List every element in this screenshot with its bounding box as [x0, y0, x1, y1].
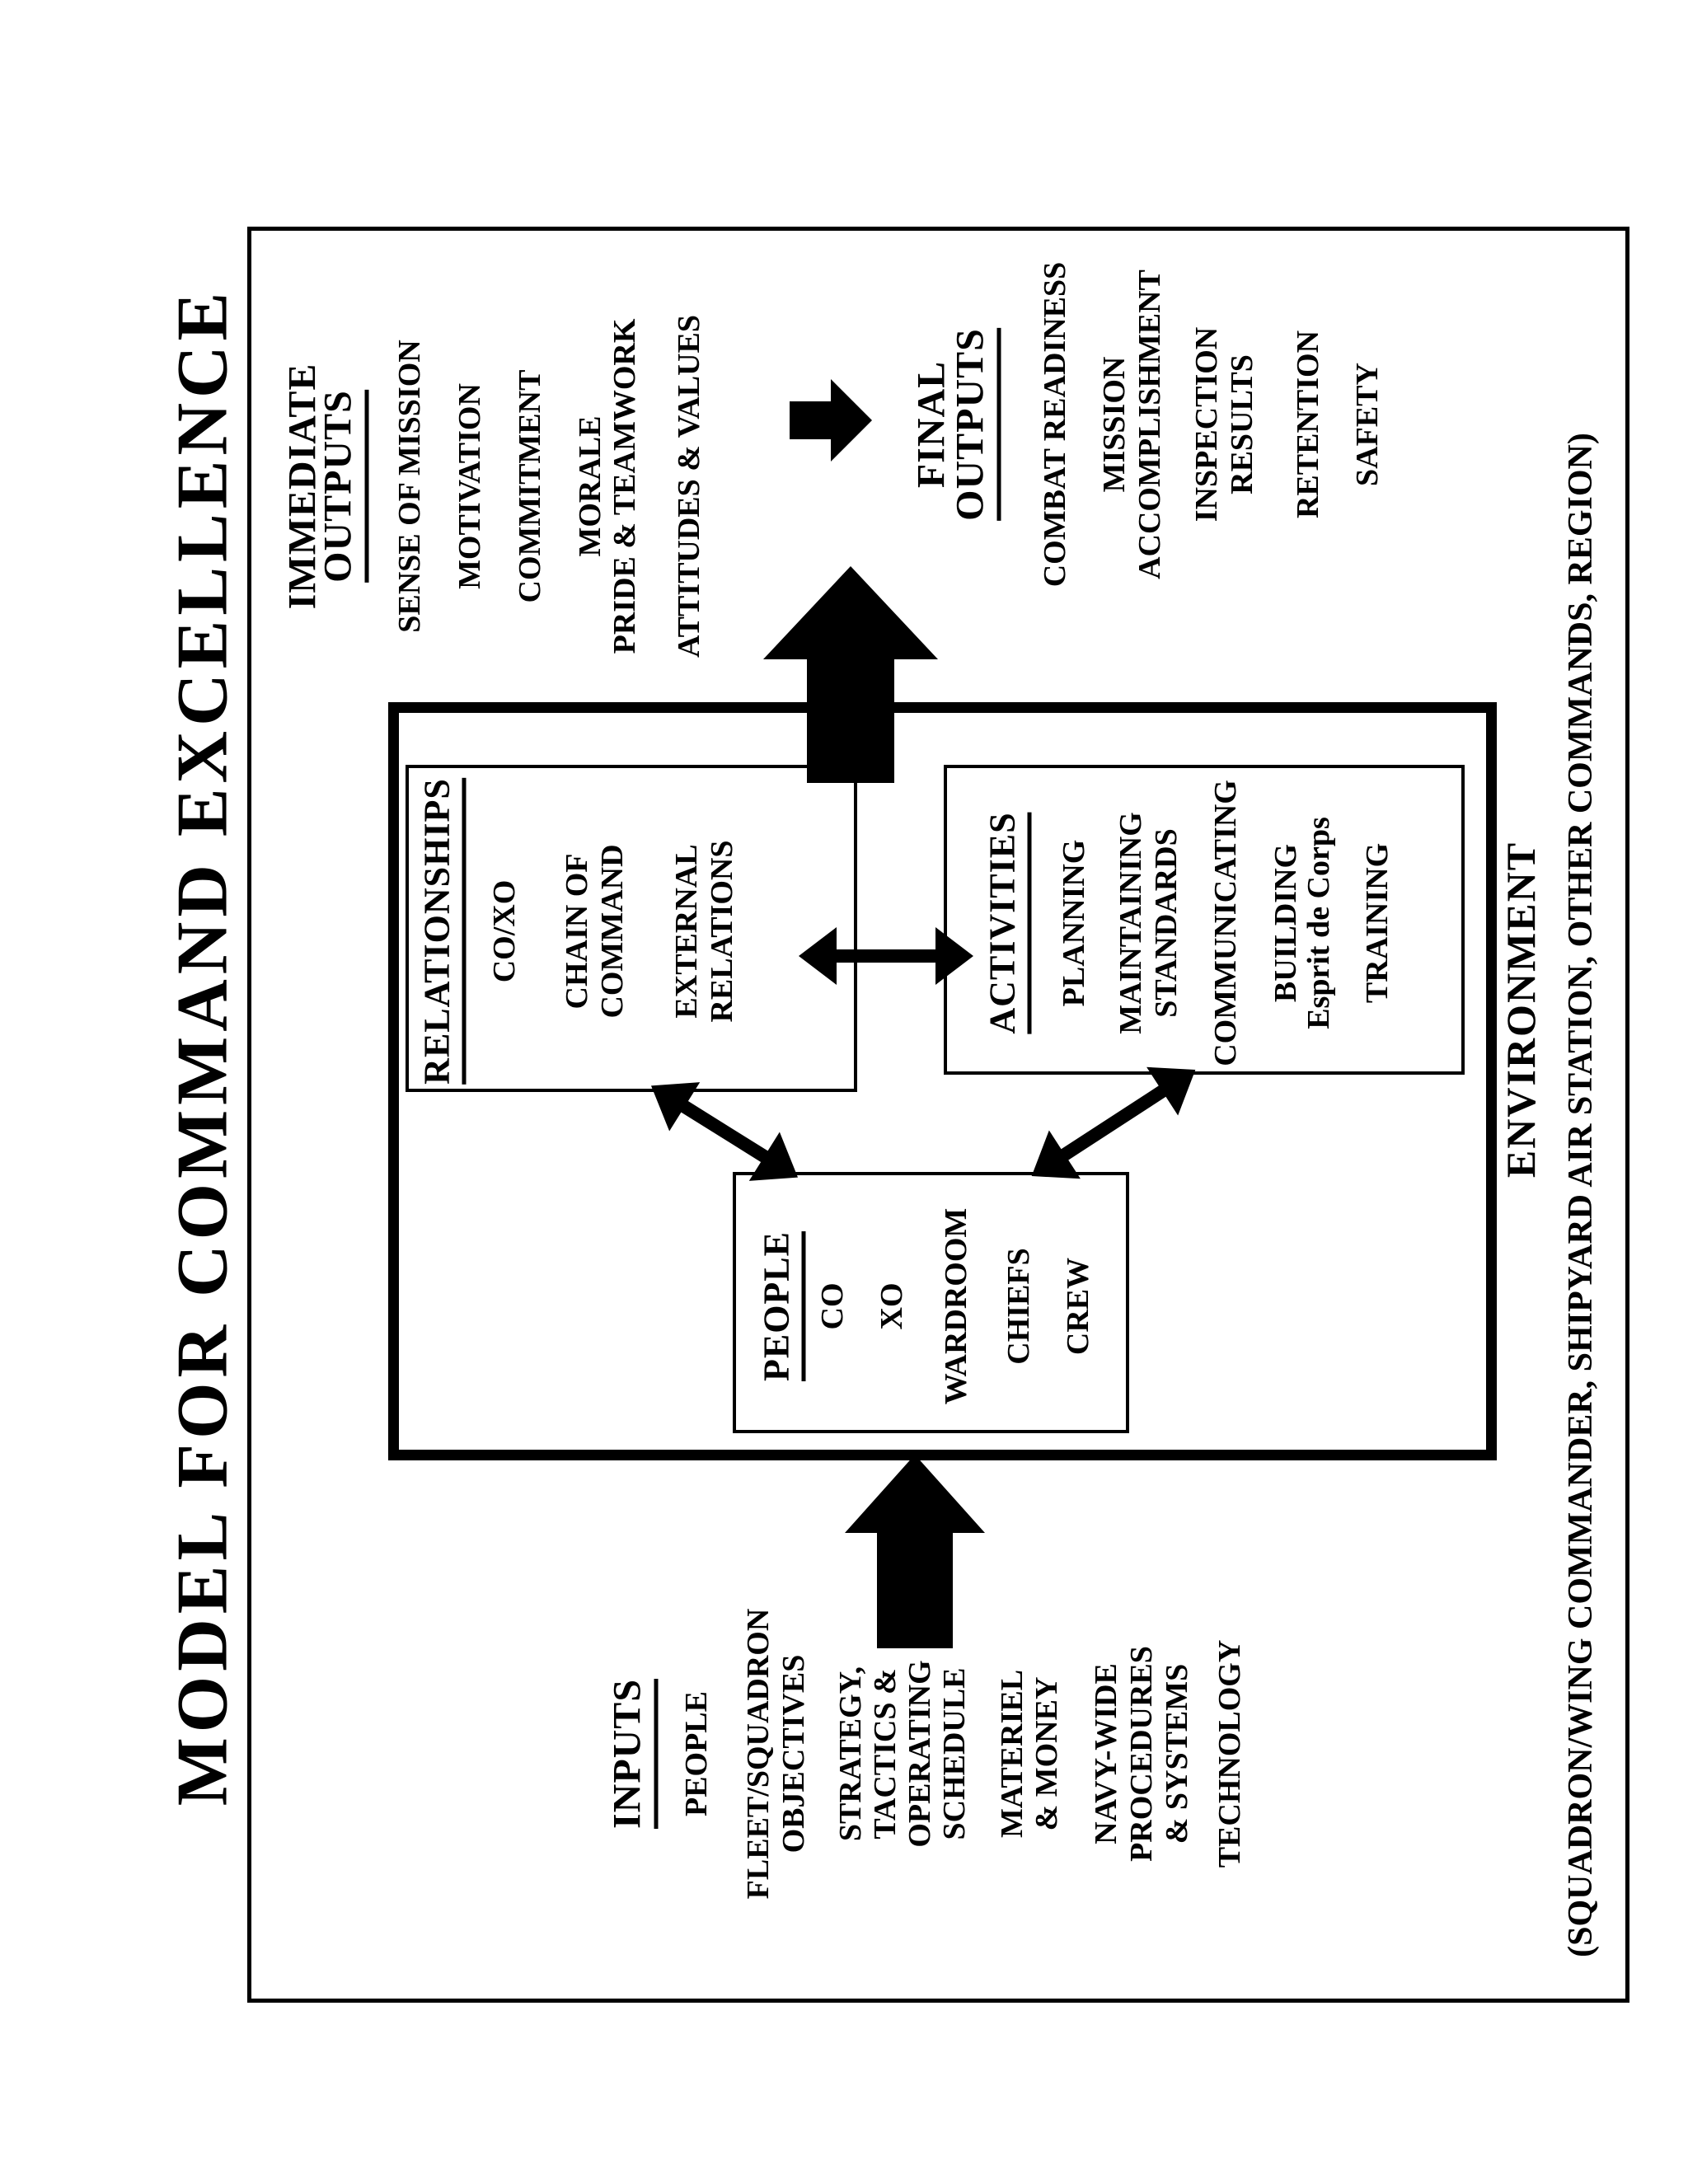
relationships-item-line: CHAIN OF [560, 853, 594, 1010]
people-activities-arrow-icon [1016, 1046, 1212, 1201]
immediate-output-item-line: SENSE OF MISSION [392, 340, 427, 633]
inputs-item-line: PROCEDURES [1124, 1646, 1159, 1862]
people-heading: PEOPLE [755, 1230, 806, 1382]
people-relationships-arrow-icon [635, 1062, 813, 1202]
page-title: MODEL FOR COMMAND EXCELLENCE [162, 287, 243, 1807]
activities-heading: ACTIVITIES [981, 812, 1032, 1034]
final-output-item-line: RESULTS [1225, 354, 1259, 494]
activities-item-line: PLANNING [1057, 839, 1091, 1007]
final-output-item-line: ACCOMPLISHMENT [1132, 269, 1167, 579]
final-output-item-line: RETENTION [1291, 330, 1325, 519]
inputs-item-line: & SYSTEMS [1160, 1663, 1194, 1844]
immediate-output-item-line: MOTIVATION [452, 383, 487, 589]
immediate-output-item-line: ATTITUDES & VALUES [672, 314, 706, 658]
activities-item-line: TRAINING [1360, 842, 1395, 1004]
environment-caption: (SQUADRON/WING COMMANDER, SHIPYARD AIR S… [1562, 433, 1600, 1957]
people-item: CHIEFS [1001, 1248, 1036, 1365]
relationships-activities-arrow-icon [799, 927, 973, 985]
people-item: CREW [1061, 1257, 1095, 1356]
inputs-flow-arrow-icon [845, 1455, 985, 1648]
activities-item-line: STANDARDS [1149, 828, 1184, 1018]
relationships-item-line: CO/XO [487, 879, 522, 983]
immediate-outputs-heading-line: OUTPUTS [315, 390, 369, 583]
inputs-item-line: & MONEY [1029, 1676, 1064, 1831]
activities-item-line: COMMUNICATING [1208, 780, 1243, 1066]
people-item: CO [815, 1282, 850, 1330]
relationships-item-line: EXTERNAL [669, 844, 704, 1019]
inputs-item-line: OBJECTIVES [776, 1654, 811, 1854]
immediate-output-item-line: PRIDE & TEAMWORK [607, 318, 642, 654]
inputs-item-line: NAVY-WIDE [1089, 1663, 1123, 1844]
immediate-output-item-line: MORALE [573, 415, 607, 557]
inputs-item-line: MATERIEL [995, 1669, 1029, 1839]
inputs-item-line: OPERATING [903, 1660, 937, 1848]
relationships-box [406, 765, 857, 1092]
inputs-item-line: PEOPLE [679, 1690, 714, 1817]
activities-item-line: BUILDING [1268, 843, 1303, 1003]
inputs-heading: INPUTS [604, 1678, 659, 1830]
inputs-item-line: SCHEDULE [937, 1667, 972, 1840]
inputs-item-line: TECHNOLOGY [1212, 1639, 1247, 1868]
immediate-output-item-line: COMMITMENT [513, 369, 547, 603]
environment-label: ENVIRONMENT [1498, 841, 1544, 1179]
outputs-flow-arrow-icon [763, 566, 938, 783]
final-flow-arrow-icon [790, 379, 872, 462]
activities-item-line: Esprit de Corps [1301, 817, 1336, 1029]
relationships-heading: RELATIONSHIPS [415, 778, 467, 1085]
people-item: WARDROOM [939, 1207, 973, 1405]
relationships-item-line: COMMAND [595, 844, 630, 1019]
inputs-item-line: STRATEGY, [833, 1666, 868, 1842]
inputs-item-line: TACTICS & [868, 1668, 903, 1840]
final-output-item-line: COMBAT READINESS [1038, 261, 1072, 588]
people-item: XO [874, 1282, 909, 1330]
final-output-item-line: INSPECTION [1189, 326, 1224, 523]
final-output-item-line: MISSION [1097, 356, 1132, 493]
activities-item-line: MAINTAINING [1114, 812, 1148, 1034]
final-outputs-heading-line: OUTPUTS [947, 328, 1001, 521]
relationships-item-line: RELATIONS [705, 840, 739, 1023]
inputs-item-line: FLEET/SQUADRON [741, 1608, 776, 1900]
final-output-item-line: SAFETY [1350, 363, 1385, 486]
